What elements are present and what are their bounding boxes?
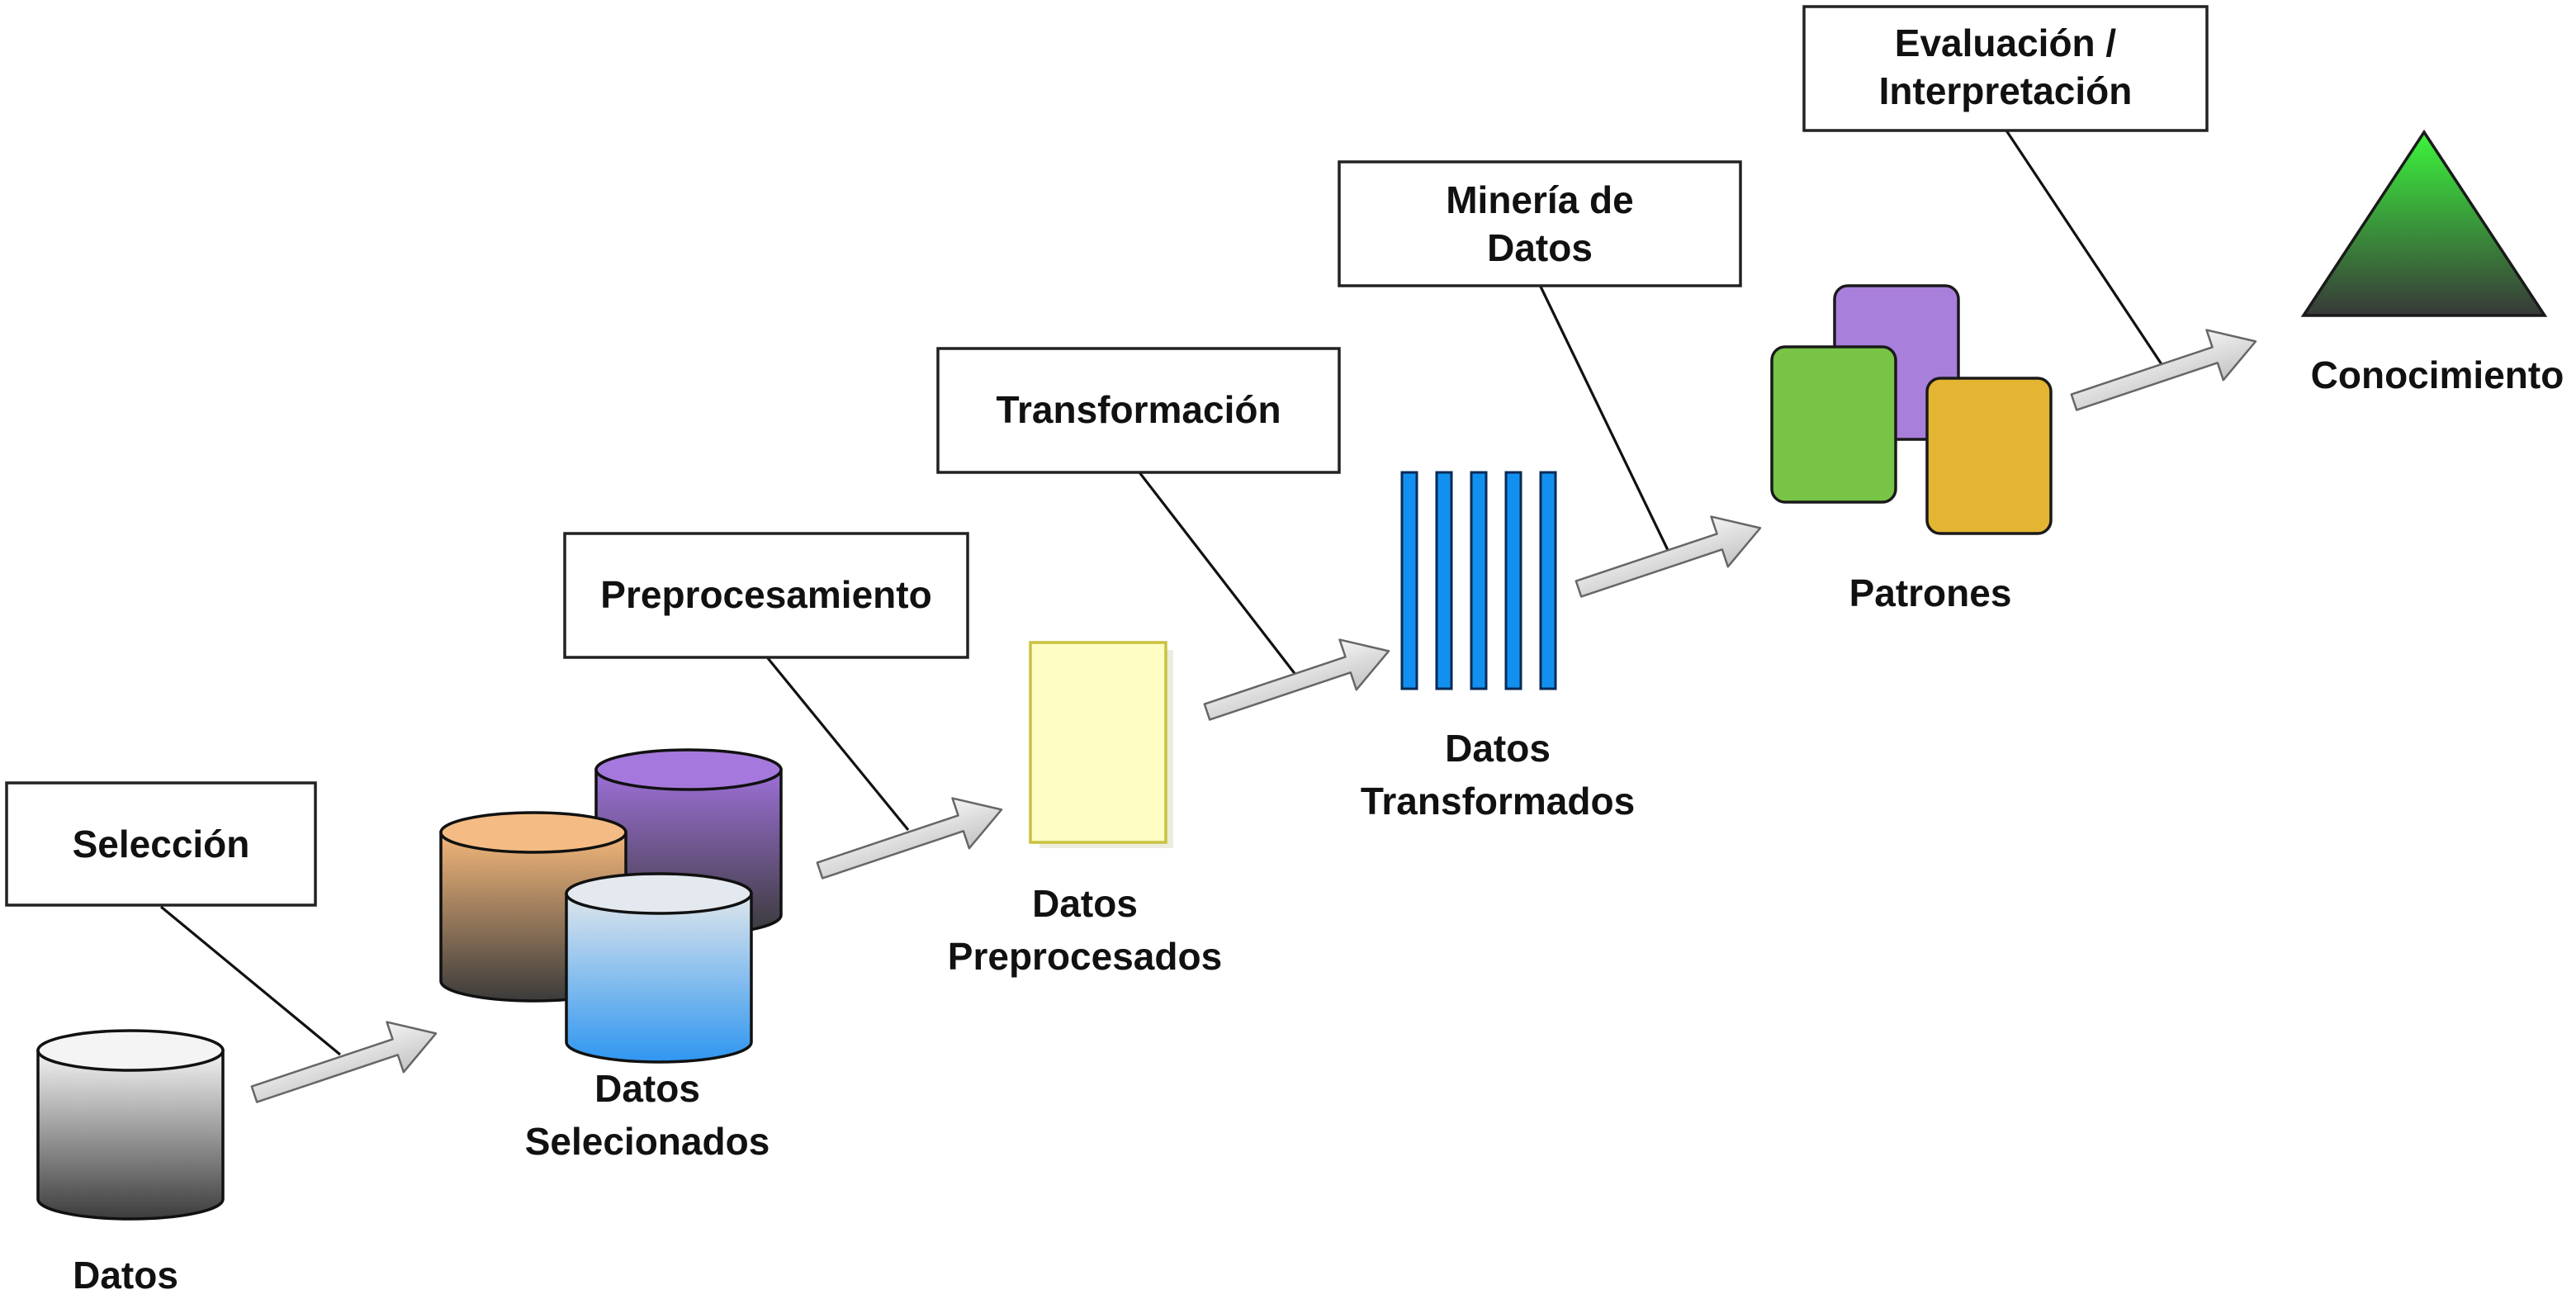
blue-cylinder-icon	[565, 872, 753, 1064]
stage-label: Evaluación /	[1895, 21, 2117, 64]
flow-arrow-icon	[1203, 638, 1390, 721]
artifact-label-preprocesados-line2: Preprocesados	[948, 935, 1222, 978]
pattern-card-yellow	[1925, 377, 2053, 535]
artifact-label-transformados-line2: Transformados	[1361, 780, 1635, 823]
artifact-label-preprocesados-line1: Datos	[1032, 882, 1138, 925]
leader-line-mineria	[1538, 284, 1669, 551]
artifact-label-datos: Datos	[73, 1254, 178, 1297]
leader-line-evaluacion	[2005, 130, 2165, 367]
flow-arrow-icon	[2070, 329, 2257, 411]
triangle-icon	[2300, 129, 2548, 317]
flow-arrow-icon	[1574, 515, 1762, 598]
database-cylinder-icon	[36, 1029, 225, 1221]
artifact-label-seleccionados-line1: Datos	[594, 1067, 700, 1110]
leader-lines	[159, 130, 2165, 1056]
flow-arrows	[250, 329, 2257, 1103]
stage-label: Selección	[73, 823, 250, 865]
database-cylinders-icon	[439, 748, 783, 1064]
pattern-cards-icon	[1770, 284, 2053, 535]
stage-label: Interpretación	[1879, 69, 2133, 112]
stage-label: Datos	[1487, 226, 1593, 269]
leader-line-transformacion	[1138, 472, 1298, 676]
stage-label: Preprocesamiento	[600, 573, 931, 616]
flow-arrow-icon	[816, 797, 1003, 880]
leader-line-seleccion	[159, 905, 342, 1056]
artifact-label-conocimiento: Conocimiento	[2311, 353, 2564, 396]
stage-label: Transformación	[996, 388, 1281, 431]
leader-line-preprocesamiento	[766, 657, 910, 832]
document-page-icon	[1029, 641, 1173, 848]
stage-box-transformacion: Transformación	[936, 347, 1341, 474]
flow-arrow-icon	[250, 1021, 438, 1103]
stage-box-preprocesamiento: Preprocesamiento	[563, 532, 969, 659]
stage-box-mineria: Minería de Datos	[1338, 160, 1742, 287]
stage-box-seleccion: Selección	[5, 781, 317, 907]
column-bars-icon	[1400, 471, 1557, 690]
stage-label: Minería de	[1446, 178, 1634, 221]
artifact-label-transformados-line1: Datos	[1445, 727, 1551, 770]
pattern-card-green	[1770, 345, 1897, 504]
stage-box-evaluacion: Evaluación / Interpretación	[1802, 5, 2209, 132]
artifact-labels: Datos Datos Selecionados Datos Preproces…	[73, 353, 2564, 1297]
artifact-label-seleccionados-line2: Selecionados	[525, 1120, 770, 1163]
artifact-label-patrones: Patrones	[1849, 571, 2012, 614]
